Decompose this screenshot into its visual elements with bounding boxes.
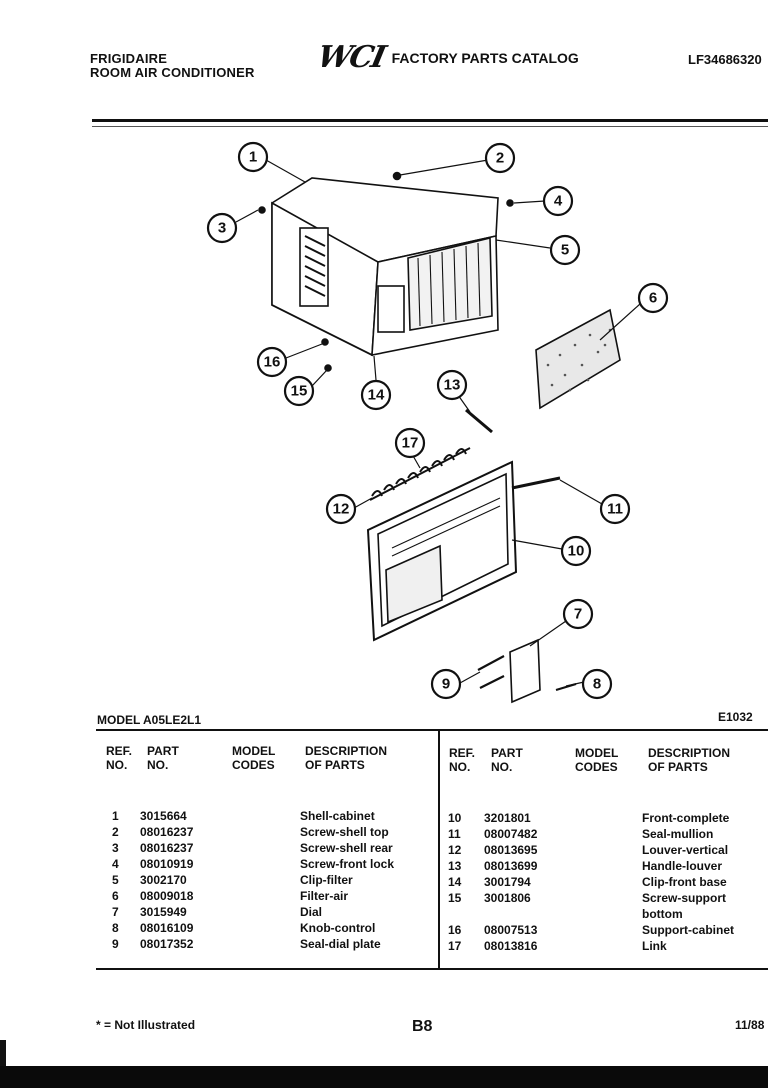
svg-text:17: 17 [402,435,419,452]
header-ref-left: REF.NO. [106,744,133,772]
callout-1: 1 [237,141,269,173]
table-bottom-rule [96,968,768,970]
callout-8: 8 [581,668,613,700]
louvers-drawing [369,447,471,501]
callout-6: 6 [637,282,669,314]
catalog-date: 11/88 [735,1018,765,1032]
callout-13: 13 [436,369,468,401]
dial-plate-drawing [509,638,541,704]
model-label: MODEL A05LE2L1 [97,713,202,727]
callout-2: 2 [484,142,516,174]
svg-text:7: 7 [574,606,582,623]
front-panel-drawing [366,460,561,642]
brand-name: FRIGIDAIRE [90,51,168,66]
page-number: B8 [412,1018,433,1035]
svg-text:14: 14 [368,387,385,404]
svg-text:15: 15 [291,383,308,400]
scan-bottom-bar [0,1066,768,1088]
callout-9: 9 [430,668,462,700]
not-illustrated-note: * = Not Illustrated [96,1018,196,1032]
callout-17: 17 [394,427,426,459]
callout-7: 7 [562,598,594,630]
exploded-parts-diagram: 1 2 3 4 5 6 7 8 9 10 11 12 13 14 15 16 1… [206,141,669,704]
louver-handle-drawing [465,408,493,434]
svg-text:3: 3 [218,220,226,237]
header-rule [92,119,768,122]
svg-text:2: 2 [496,150,504,167]
scan-edge-mark [0,1040,6,1066]
callout-11: 11 [599,493,631,525]
table-divider [438,731,440,968]
svg-text:13: 13 [444,377,461,394]
callout-14: 14 [360,379,392,411]
callout-3: 3 [206,212,238,244]
svg-text:16: 16 [264,354,281,371]
header-rule-thin [92,126,768,127]
callout-10: 10 [560,535,592,567]
product-line: ROOM AIR CONDITIONER [90,65,255,80]
svg-text:10: 10 [568,543,585,560]
air-filter-drawing [535,308,621,410]
callout-15: 15 [283,375,315,407]
callout-12: 12 [325,493,357,525]
callout-5: 5 [549,234,581,266]
svg-text:12: 12 [333,501,350,518]
svg-text:5: 5 [561,242,569,259]
filter-texture [546,328,612,392]
callout-4: 4 [542,185,574,217]
diagram-code: E1032 [718,710,753,724]
brand-block: FRIGIDAIRE ROOM AIR CONDITIONER [90,52,255,80]
svg-text:6: 6 [649,290,657,307]
header-ref-right: REF.NO. [449,746,476,774]
wci-logo: WCI [314,40,388,75]
callout-16: 16 [256,346,288,378]
svg-text:4: 4 [554,193,563,210]
table-top-rule [96,729,768,731]
catalog-number: LF34686320 [688,52,762,67]
cabinet-shell-drawing [271,177,499,357]
svg-text:1: 1 [249,149,257,166]
svg-text:9: 9 [442,676,450,693]
catalog-title-block: WCI FACTORY PARTS CATALOG [314,40,579,75]
screws-drawing [258,171,514,372]
svg-text:8: 8 [593,676,601,693]
svg-text:11: 11 [607,501,623,518]
catalog-title: FACTORY PARTS CATALOG [391,49,579,66]
